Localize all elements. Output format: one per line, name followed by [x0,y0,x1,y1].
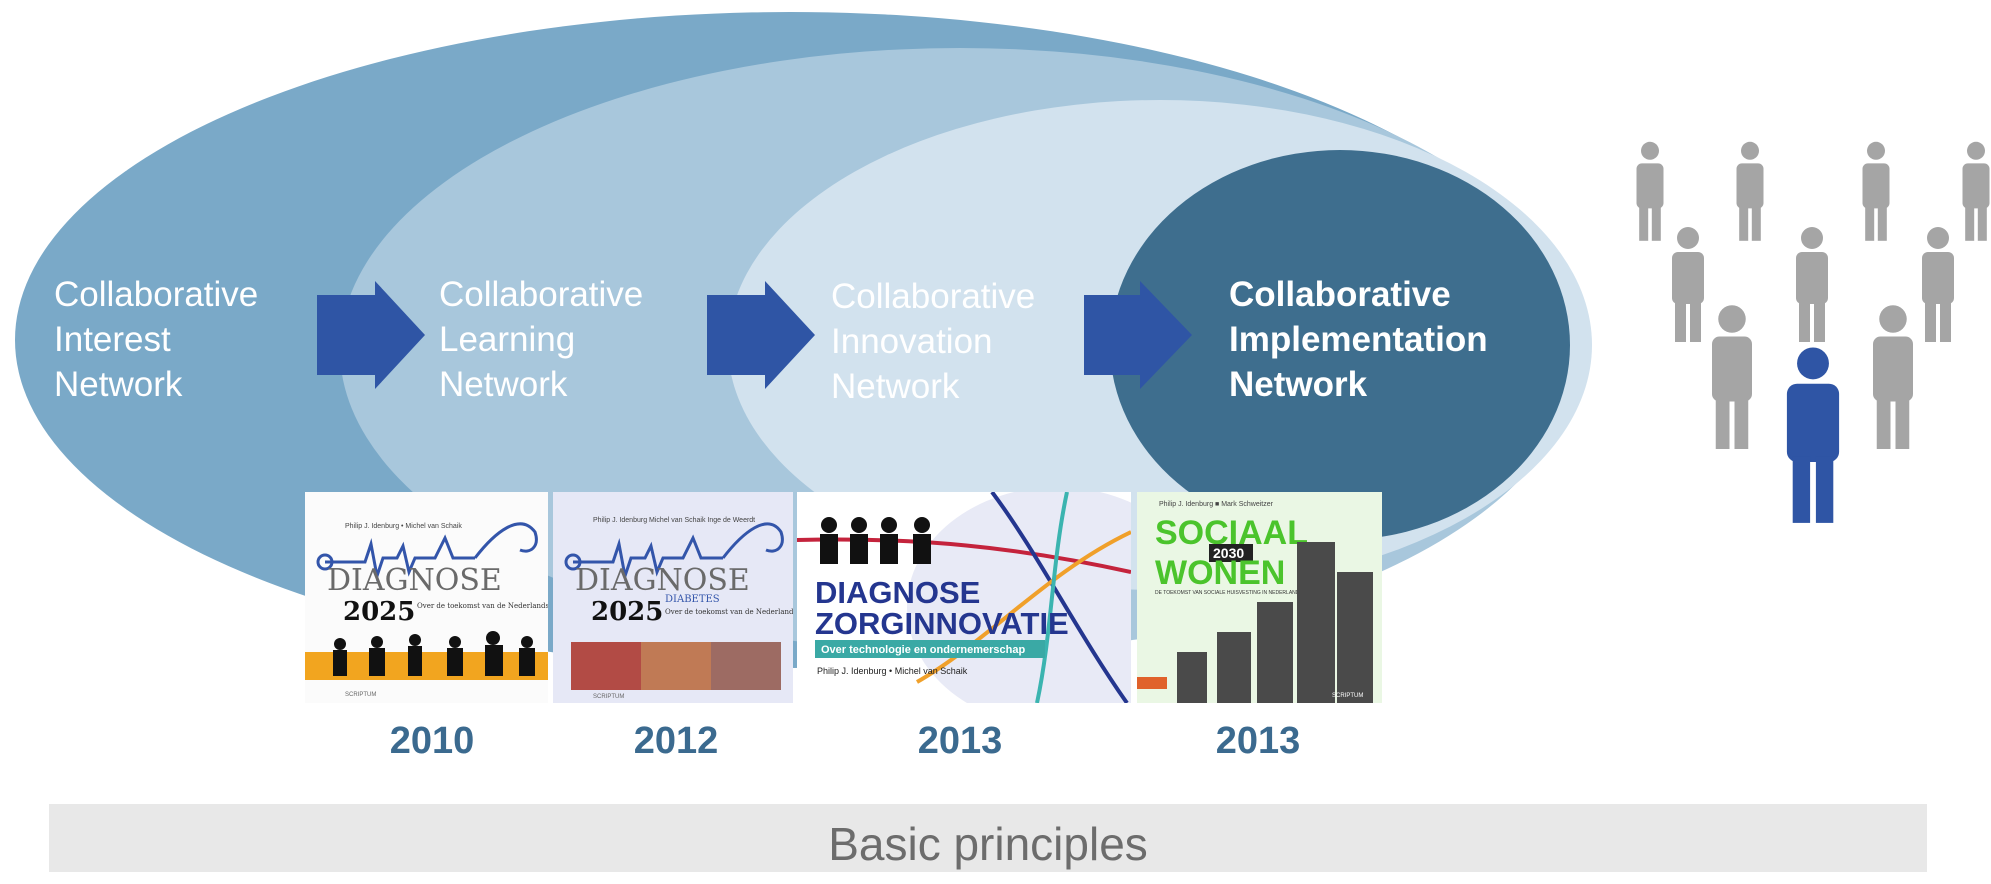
label-learning-network: Collaborative Learning Network [439,272,643,407]
year-label: 2012 [633,720,719,762]
gray-people [1636,141,1990,449]
book-cover-diagnose-zorginnovatie: DIAGNOSE ZORGINNOVATIE Over technologie … [797,492,1131,703]
book-subtitle: Over technologie en ondernemerschap [821,644,1025,656]
year-label: 2013 [1215,720,1301,762]
person-icon [1796,227,1828,342]
label-line: Network [439,365,568,404]
book-cover-art: Philip J. Idenburg ■ Mark Schweitzer SOC… [1137,492,1382,703]
ecg-line [325,534,475,582]
book-number: 2025 [591,597,663,627]
badge-bg [1209,544,1253,562]
book-title: DIAGNOSE [575,563,750,598]
people-icons [820,517,931,564]
photo-strip [571,642,781,690]
person-icon [1636,141,1664,241]
label-implementation-network: Collaborative Implementation Network [1229,272,1488,407]
person-icon [1712,305,1752,449]
subtitle-band [815,640,1045,658]
book-authors: Philip J. Idenburg • Michel van Schaik [817,666,968,676]
label-innovation-network: Collaborative Innovation Network [831,274,1035,409]
book-title-line2: ZORGINNOVATIE [815,606,1069,641]
book-cover-diagnose-2025-diabetes: Philip J. Idenburg Michel van Schaik Ing… [553,492,793,703]
person-icon [1862,141,1890,241]
label-line: Implementation [1229,320,1488,359]
book-cover-art: Philip J. Idenburg • Michel van Schaik D… [305,492,548,703]
year-label: 2010 [389,720,475,762]
book-cover-art: DIAGNOSE ZORGINNOVATIE Over technologie … [797,492,1131,703]
person-icon [1922,227,1954,342]
person-icon [1873,305,1913,449]
arrow-2 [707,281,815,389]
book-cover-diagnose-2025: Philip J. Idenburg • Michel van Schaik D… [305,492,548,703]
city-buildings [1177,542,1373,703]
label-line: Collaborative [54,275,259,314]
silhouettes [333,631,535,676]
book-subtitle: Over de toekomst van de Nederlandse gezo… [417,602,548,610]
book-publisher: SCRIPTUM [345,692,376,698]
book-cover-sociaal-wonen: Philip J. Idenburg ■ Mark Schweitzer SOC… [1137,492,1382,703]
label-line: Network [1229,365,1368,404]
label-line: Network [54,365,183,404]
stethoscope-tube [473,522,538,559]
label-line: Collaborative [831,277,1036,316]
swoosh-orange [916,530,1131,684]
label-line: Interest [54,320,171,359]
book-subtitle: Over de toekomst van de Nederlandse diab… [665,608,793,616]
ecg-line [573,534,723,582]
year-label: 2013 [917,720,1003,762]
book-authors: Philip J. Idenburg ■ Mark Schweitzer [1159,501,1274,508]
book-badge: 2030 [1213,545,1244,561]
label-line: Network [831,367,960,406]
label-line: Collaborative [439,275,644,314]
stethoscope-chestpiece [316,553,334,571]
book-authors: Philip J. Idenburg • Michel van Schaik [345,523,462,530]
person-icon [1736,141,1764,241]
swoosh-red [797,537,1131,574]
arrow-1 [317,281,425,389]
stethoscope-tube [721,522,784,559]
blue-person-icon [1786,347,1840,523]
ellipse-implementation [1110,150,1570,540]
book-title-line2: WONEN [1155,554,1285,592]
book-number: 2025 [343,597,415,627]
label-line: Learning [439,320,576,359]
label-interest-network: Collaborative Interest Network [54,272,258,407]
book-title: DIAGNOSE [327,563,502,598]
arrow-3 [1084,281,1192,389]
basic-principles-label: Basic principles [828,818,1148,870]
book-cover-art: Philip J. Idenburg Michel van Schaik Ing… [553,492,793,703]
car [1137,677,1167,689]
book-tag: DIABETES [665,594,720,605]
book-subtitle: DE TOEKOMST VAN SOCIALE HUISVESTING IN N… [1155,590,1300,596]
book-title-line1: DIAGNOSE [815,575,980,610]
book-publisher: SCRIPTUM [593,694,624,700]
person-icon [1962,141,1990,241]
basic-principles-banner: Basic principles [49,804,1927,872]
label-line: Collaborative [1229,275,1451,314]
book-authors: Philip J. Idenburg Michel van Schaik Ing… [593,517,755,524]
book-publisher: SCRIPTUM [1332,693,1363,699]
label-line: Innovation [831,322,993,361]
person-icon [1672,227,1704,342]
swoosh-teal [1035,492,1069,703]
swoosh-blue [990,492,1129,703]
stethoscope-chestpiece [564,553,582,571]
people-group-illustration [1636,141,1990,523]
